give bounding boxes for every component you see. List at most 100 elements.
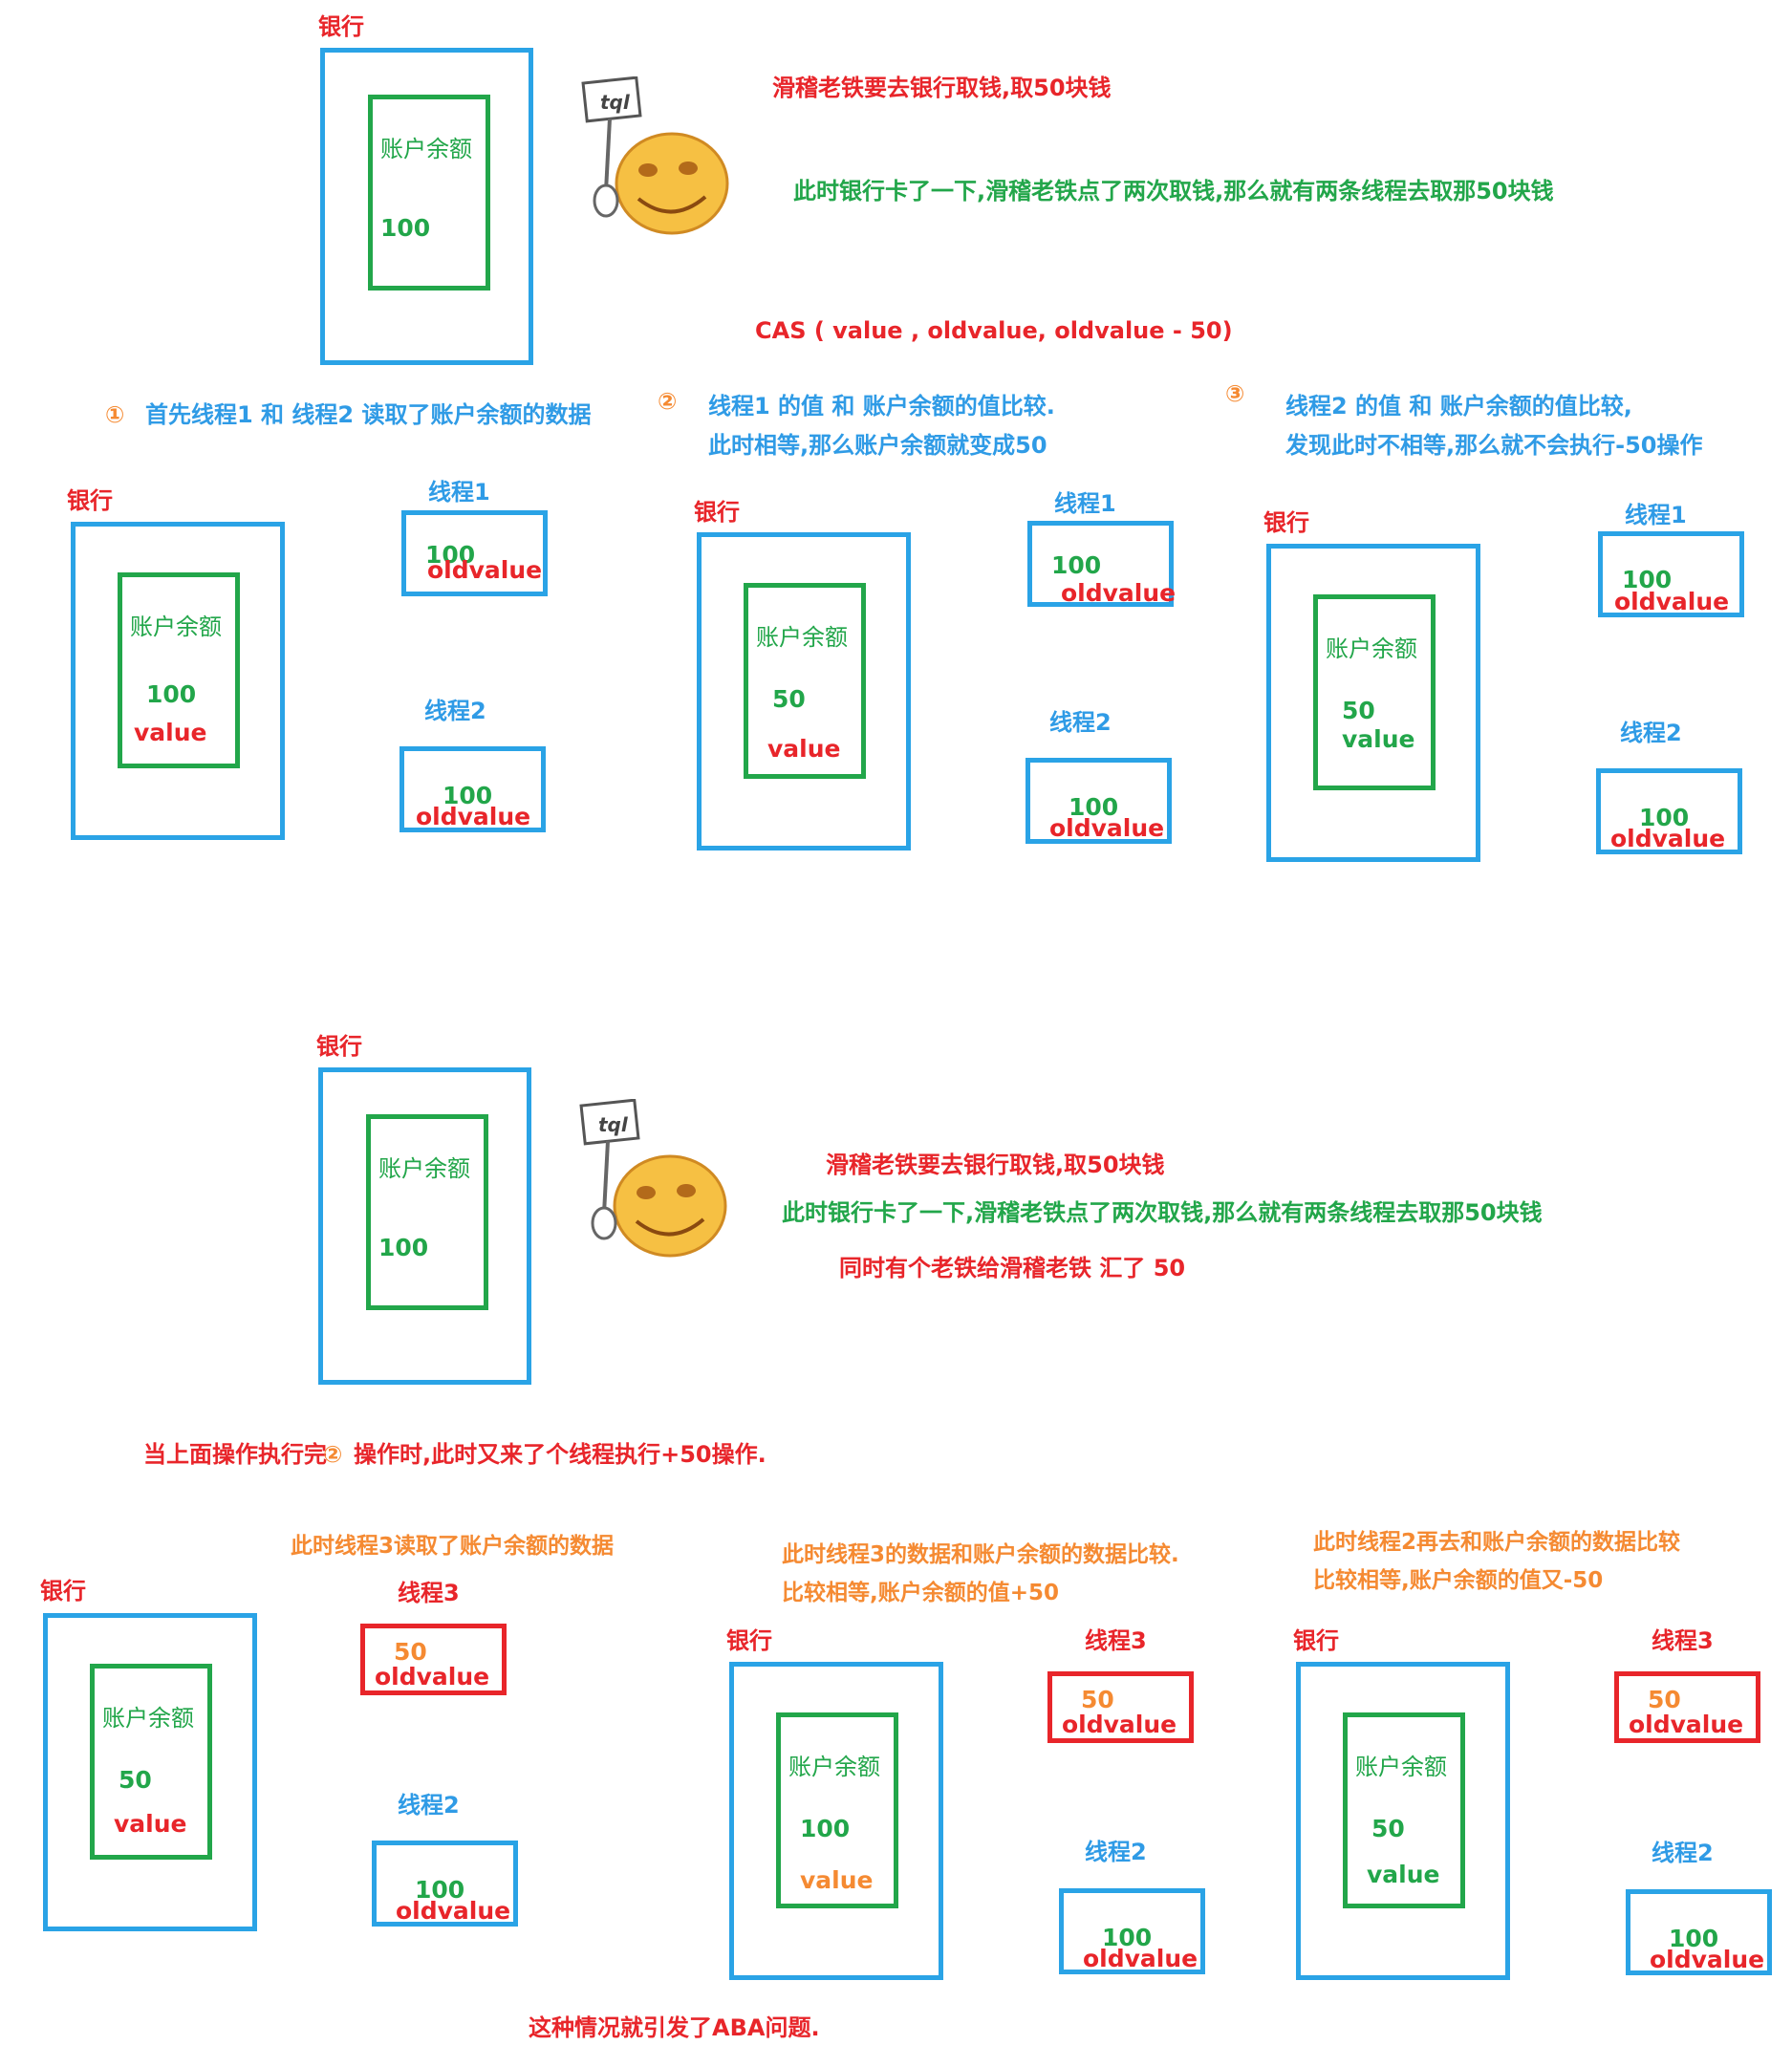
story-line-3: 同时有个老铁给滑稽老铁 汇了 50 (839, 1255, 1186, 1281)
thread-value: 100 (443, 782, 493, 809)
account-value: 50 (772, 685, 806, 713)
story-line-2: 此时银行卡了一下,滑稽老铁点了两次取钱,那么就有两条线程去取那50块钱 (782, 1199, 1543, 1226)
oldvalue-label: oldvalue (416, 803, 531, 830)
thread-value: 100 (1069, 793, 1119, 821)
story-line-1: 滑稽老铁要去银行取钱,取50块钱 (826, 1152, 1165, 1178)
step-b2-text-a: 此时线程3的数据和账户余额的数据比较. (782, 1542, 1179, 1567)
account-value: 100 (378, 1234, 429, 1261)
account-label: 账户余额 (130, 614, 222, 640)
thread2-box: 100 oldvalue (1059, 1888, 1205, 1974)
thread2-label: 线程2 (1652, 1840, 1714, 1866)
account-box: 账户余额 50 value (744, 583, 866, 779)
sign-text: tql (600, 91, 631, 114)
oldvalue-label: oldvalue (1629, 1711, 1744, 1738)
story-line-1: 滑稽老铁要去银行取钱,取50块钱 (772, 75, 1112, 101)
account-value: 100 (800, 1815, 851, 1842)
note-text-a: 当上面操作执行完 (143, 1441, 327, 1468)
bank-box: 账户余额 100 (320, 48, 533, 365)
account-value-label: value (1367, 1861, 1440, 1888)
thread-value: 50 (394, 1638, 427, 1666)
account-value-label: value (767, 735, 841, 763)
bank-box: 账户余额 50 value (1266, 544, 1480, 862)
thread2-label: 线程2 (1085, 1839, 1147, 1865)
bank-label: 银行 (726, 1627, 772, 1654)
account-label: 账户余额 (380, 136, 472, 162)
thread2-box: 100 oldvalue (1596, 768, 1742, 854)
oldvalue-label: oldvalue (396, 1897, 511, 1925)
step-number-1: ① (105, 401, 125, 428)
step-2-text-b: 此时相等,那么账户余额就变成50 (708, 432, 1047, 459)
oldvalue-label: oldvalue (1049, 814, 1165, 842)
thread-value: 100 (1639, 804, 1690, 831)
oldvalue-label: oldvalue (1061, 579, 1177, 607)
account-box: 账户余额 100 value (118, 572, 240, 768)
thread-value: 100 (1669, 1925, 1719, 1952)
thread-value: 100 (1102, 1924, 1153, 1951)
step-b3-text-a: 此时线程2再去和账户余额的数据比较 (1313, 1530, 1681, 1555)
cas-formula: CAS ( value , oldvalue, oldvalue - 50) (755, 317, 1233, 344)
thread-value: 50 (1081, 1686, 1114, 1713)
thread1-box: 100 oldvalue (401, 510, 548, 596)
thread2-label: 线程2 (1049, 709, 1112, 736)
thread1-box: 100 oldvalue (1598, 531, 1744, 617)
bank-box: 账户余额 100 value (729, 1662, 943, 1980)
step-number-2: ② (323, 1441, 343, 1468)
account-box: 账户余额 50 value (1313, 594, 1436, 790)
thread-value: 100 (1622, 566, 1673, 593)
step-b2-text-b: 比较相等,账户余额的值+50 (782, 1581, 1060, 1605)
bank-label: 银行 (316, 1033, 362, 1060)
thread1-label: 线程1 (428, 479, 490, 506)
account-value-label: value (800, 1866, 874, 1894)
bank-box: 账户余额 50 value (697, 532, 911, 850)
thread-value: 100 (425, 541, 476, 569)
thread2-label: 线程2 (398, 1792, 460, 1819)
bank-box: 账户余额 100 (318, 1067, 531, 1385)
thread1-label: 线程1 (1054, 490, 1116, 517)
account-box: 账户余额 100 (368, 95, 490, 291)
thread3-label: 线程3 (1085, 1627, 1147, 1654)
account-value: 50 (1371, 1815, 1405, 1842)
account-label: 账户余额 (1326, 635, 1417, 662)
account-value-label: value (1342, 725, 1415, 753)
thread2-box: 100 oldvalue (1026, 758, 1172, 844)
account-value: 50 (119, 1766, 152, 1794)
thread-value: 100 (1051, 551, 1102, 579)
account-label: 账户余额 (788, 1754, 880, 1780)
oldvalue-label: oldvalue (1083, 1945, 1198, 1972)
thread3-box: 50 oldvalue (1047, 1671, 1194, 1743)
thread3-label: 线程3 (398, 1580, 460, 1606)
step-1-text: 首先线程1 和 线程2 读取了账户余额的数据 (145, 401, 592, 428)
note-text-b: 操作时,此时又来了个线程执行+50操作. (354, 1441, 766, 1468)
conclusion-text: 这种情况就引发了ABA问题. (529, 2014, 820, 2041)
account-label: 账户余额 (756, 624, 848, 651)
thread3-label: 线程3 (1652, 1627, 1714, 1654)
bank-box: 账户余额 50 value (43, 1613, 257, 1931)
step-number-3: ③ (1225, 380, 1245, 407)
thread-value: 50 (1648, 1686, 1681, 1713)
thread-value: 100 (415, 1876, 465, 1904)
account-value: 100 (380, 214, 431, 242)
bank-label: 银行 (694, 499, 740, 526)
thread2-box: 100 oldvalue (399, 746, 546, 832)
bank-box: 账户余额 100 value (71, 522, 285, 840)
thread1-box: 100 oldvalue (1027, 521, 1177, 607)
thread2-box: 100 oldvalue (372, 1841, 518, 1927)
oldvalue-label: oldvalue (1610, 825, 1726, 852)
step-b1-text: 此时线程3读取了账户余额的数据 (291, 1534, 615, 1559)
account-label: 账户余额 (1355, 1754, 1447, 1780)
thread2-label: 线程2 (424, 698, 486, 724)
thread2-box: 100 oldvalue (1626, 1889, 1772, 1975)
bank-label: 银行 (40, 1578, 86, 1604)
account-box: 账户余额 100 value (776, 1712, 898, 1908)
oldvalue-label: oldvalue (1614, 588, 1730, 615)
account-box: 账户余额 50 value (1343, 1712, 1465, 1908)
thread2-label: 线程2 (1620, 720, 1682, 746)
bank-box: 账户余额 50 value (1296, 1662, 1510, 1980)
step-2-text-a: 线程1 的值 和 账户余额的值比较. (708, 393, 1055, 420)
step-3-text-a: 线程2 的值 和 账户余额的值比较, (1285, 393, 1632, 420)
story-line-2: 此时银行卡了一下,滑稽老铁点了两次取钱,那么就有两条线程去取那50块钱 (793, 178, 1554, 205)
oldvalue-label: oldvalue (375, 1663, 490, 1690)
sign-text: tql (598, 1113, 629, 1136)
account-label: 账户余额 (378, 1155, 470, 1182)
thread3-box: 50 oldvalue (360, 1624, 507, 1695)
